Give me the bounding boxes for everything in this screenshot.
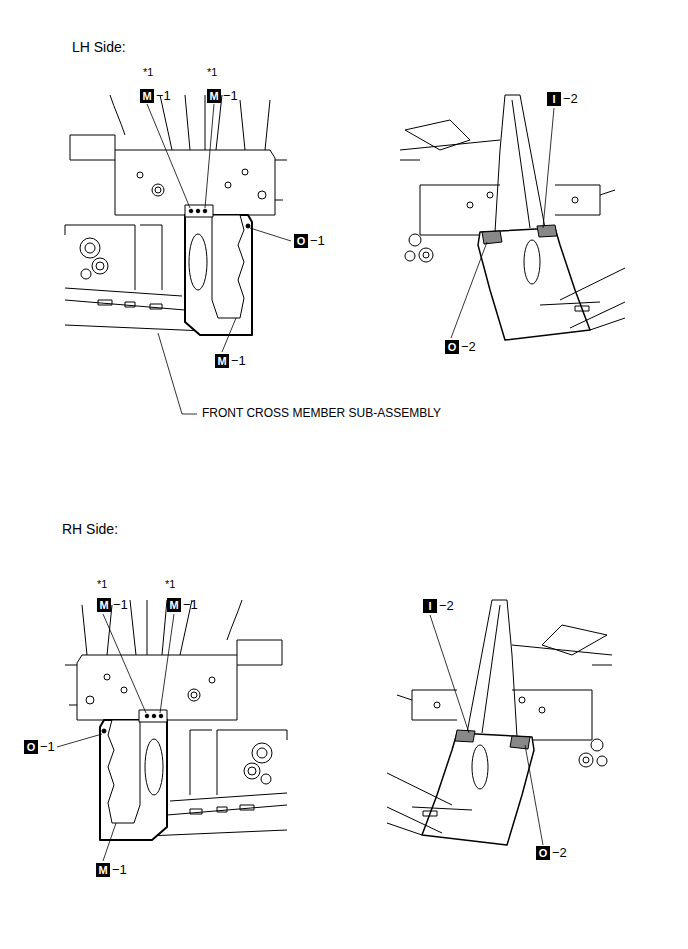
callout-letter: O — [24, 740, 38, 754]
rh-front-illustration — [65, 600, 287, 840]
callout-letter: O — [536, 846, 550, 860]
callout-text: *1 — [143, 66, 153, 78]
callout-letter: O — [294, 234, 308, 248]
callout-letter: M — [167, 598, 181, 612]
lh-rear-illustration — [400, 95, 625, 340]
callout-text: *1 — [165, 578, 175, 590]
callout-text: −2 — [461, 340, 476, 354]
callout-text: −2 — [552, 846, 567, 860]
callout-text: *1 — [207, 66, 217, 78]
callout-letter: O — [445, 340, 459, 354]
callout-letter: M — [140, 89, 154, 103]
callout-letter: I — [423, 599, 437, 613]
callout-text: −1 — [113, 598, 128, 612]
callout-letter: M — [207, 89, 221, 103]
callout-letter: M — [215, 354, 229, 368]
callout-letter: M — [97, 598, 111, 612]
callout-text: *1 — [97, 578, 107, 590]
callout-text: FRONT CROSS MEMBER SUB-ASSEMBLY — [202, 407, 441, 420]
callout-text: −1 — [310, 234, 325, 248]
callout-text: −1 — [231, 354, 246, 368]
rh-rear-illustration — [387, 600, 612, 845]
callout-text: −1 — [112, 863, 127, 877]
callout-text: LH Side: — [72, 40, 126, 55]
callout-text: −2 — [563, 92, 578, 106]
callout-letter: I — [547, 92, 561, 106]
leader-lines — [57, 104, 554, 861]
callout-letter: M — [96, 863, 110, 877]
lh-front-illustration — [65, 95, 287, 335]
callout-text: RH Side: — [62, 522, 118, 537]
callout-text: −1 — [156, 89, 171, 103]
callout-text: −2 — [439, 599, 454, 613]
callout-text: −1 — [183, 598, 198, 612]
callout-text: −1 — [223, 89, 238, 103]
callout-text: −1 — [40, 740, 55, 754]
